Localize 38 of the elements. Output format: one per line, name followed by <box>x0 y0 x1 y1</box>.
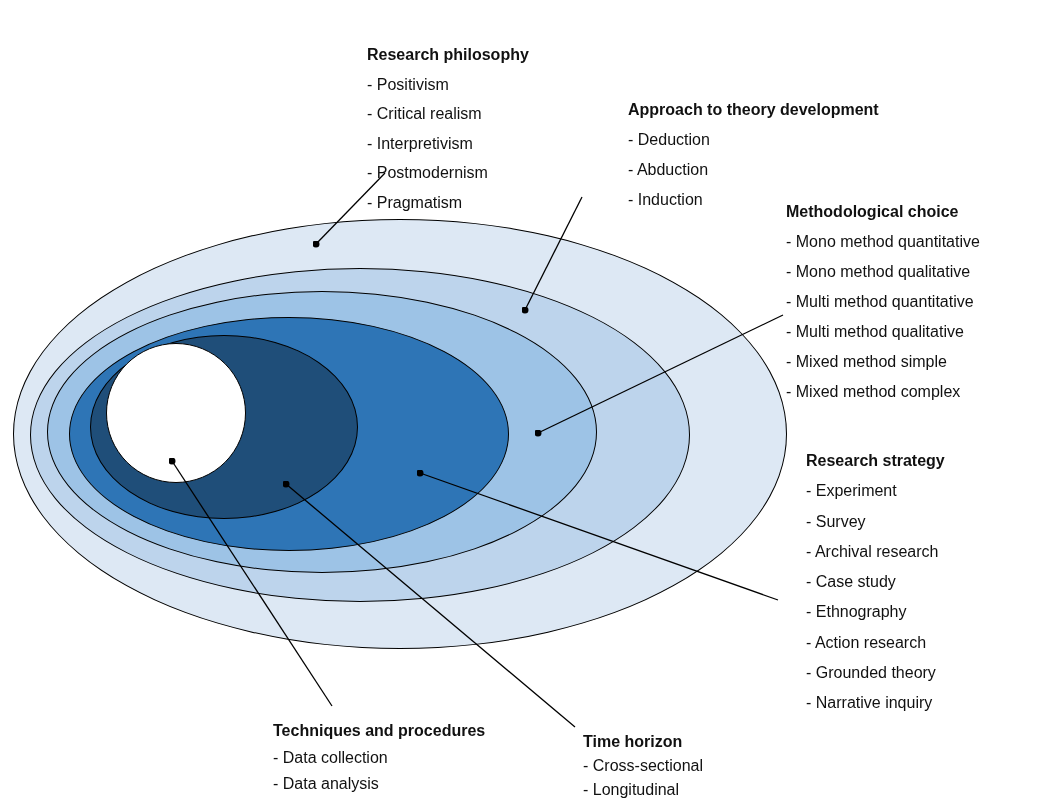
heading: Research philosophy <box>367 45 529 65</box>
list-item: - Pragmatism <box>367 192 463 213</box>
list-item: - Action research <box>806 632 927 653</box>
list-item: - Mono method quantitative <box>786 232 980 252</box>
list-item: - Multi method quantitative <box>786 292 974 312</box>
list-item: - Deduction <box>628 130 710 150</box>
heading: Time horizon <box>583 732 683 752</box>
heading: Approach to theory development <box>628 100 879 120</box>
list-item: - Mono method qualitative <box>786 262 971 282</box>
list-item: - Interpretivism <box>367 133 473 154</box>
leader-line <box>282 480 576 728</box>
list-item: - Mixed method complex <box>786 382 961 402</box>
leader-line <box>534 314 784 437</box>
leader-line <box>168 457 333 707</box>
list-item: - Longitudinal <box>583 780 680 800</box>
list-item: - Positivism <box>367 74 449 95</box>
list-item: - Grounded theory <box>806 663 936 684</box>
list-item: - Case study <box>806 572 896 593</box>
list-item: - Experiment <box>806 481 897 502</box>
list-item: - Cross-sectional <box>583 756 704 776</box>
leader-line <box>521 196 583 314</box>
leader-line <box>312 172 386 248</box>
list-item: - Data collection <box>273 747 388 768</box>
list-item: - Critical realism <box>367 104 482 124</box>
list-item: - Postmodernism <box>367 163 488 183</box>
list-item: - Survey <box>806 511 866 532</box>
list-item: - Data analysis <box>273 774 379 794</box>
list-item: - Multi method qualitative <box>786 322 964 342</box>
heading: Methodological choice <box>786 202 959 222</box>
list-item: - Narrative inquiry <box>806 693 933 714</box>
leader-line <box>416 469 779 601</box>
heading: Techniques and procedures <box>273 721 486 741</box>
list-item: - Induction <box>628 190 703 210</box>
list-item: - Ethnography <box>806 602 907 623</box>
list-item: - Archival research <box>806 541 939 562</box>
list-item: - Abduction <box>628 160 709 180</box>
list-item: - Mixed method simple <box>786 352 947 372</box>
heading: Research strategy <box>806 451 945 471</box>
